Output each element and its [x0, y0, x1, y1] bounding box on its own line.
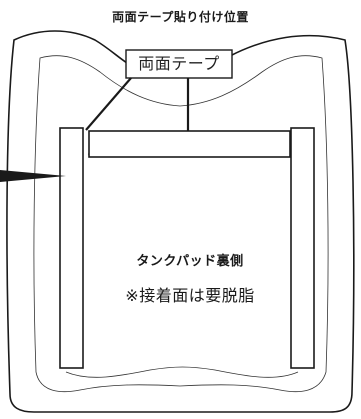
degrease-note: ※接着面は要脱脂	[125, 286, 255, 305]
left-pointer-wedge	[0, 170, 66, 182]
top-tape-strip	[88, 130, 291, 158]
pad-bottom-curve	[65, 366, 299, 378]
pad-inner-outline	[33, 55, 329, 393]
callout-box	[125, 49, 233, 79]
pad-back-label: タンクパッド裏側	[136, 254, 244, 269]
right-tape-strip	[290, 127, 315, 369]
callout-label: 両面テープ	[138, 54, 220, 73]
diagram-title: 両面テープ貼り付け位置	[112, 10, 249, 24]
leader-to-left-strip	[85, 77, 132, 131]
left-tape-strip	[59, 127, 84, 369]
